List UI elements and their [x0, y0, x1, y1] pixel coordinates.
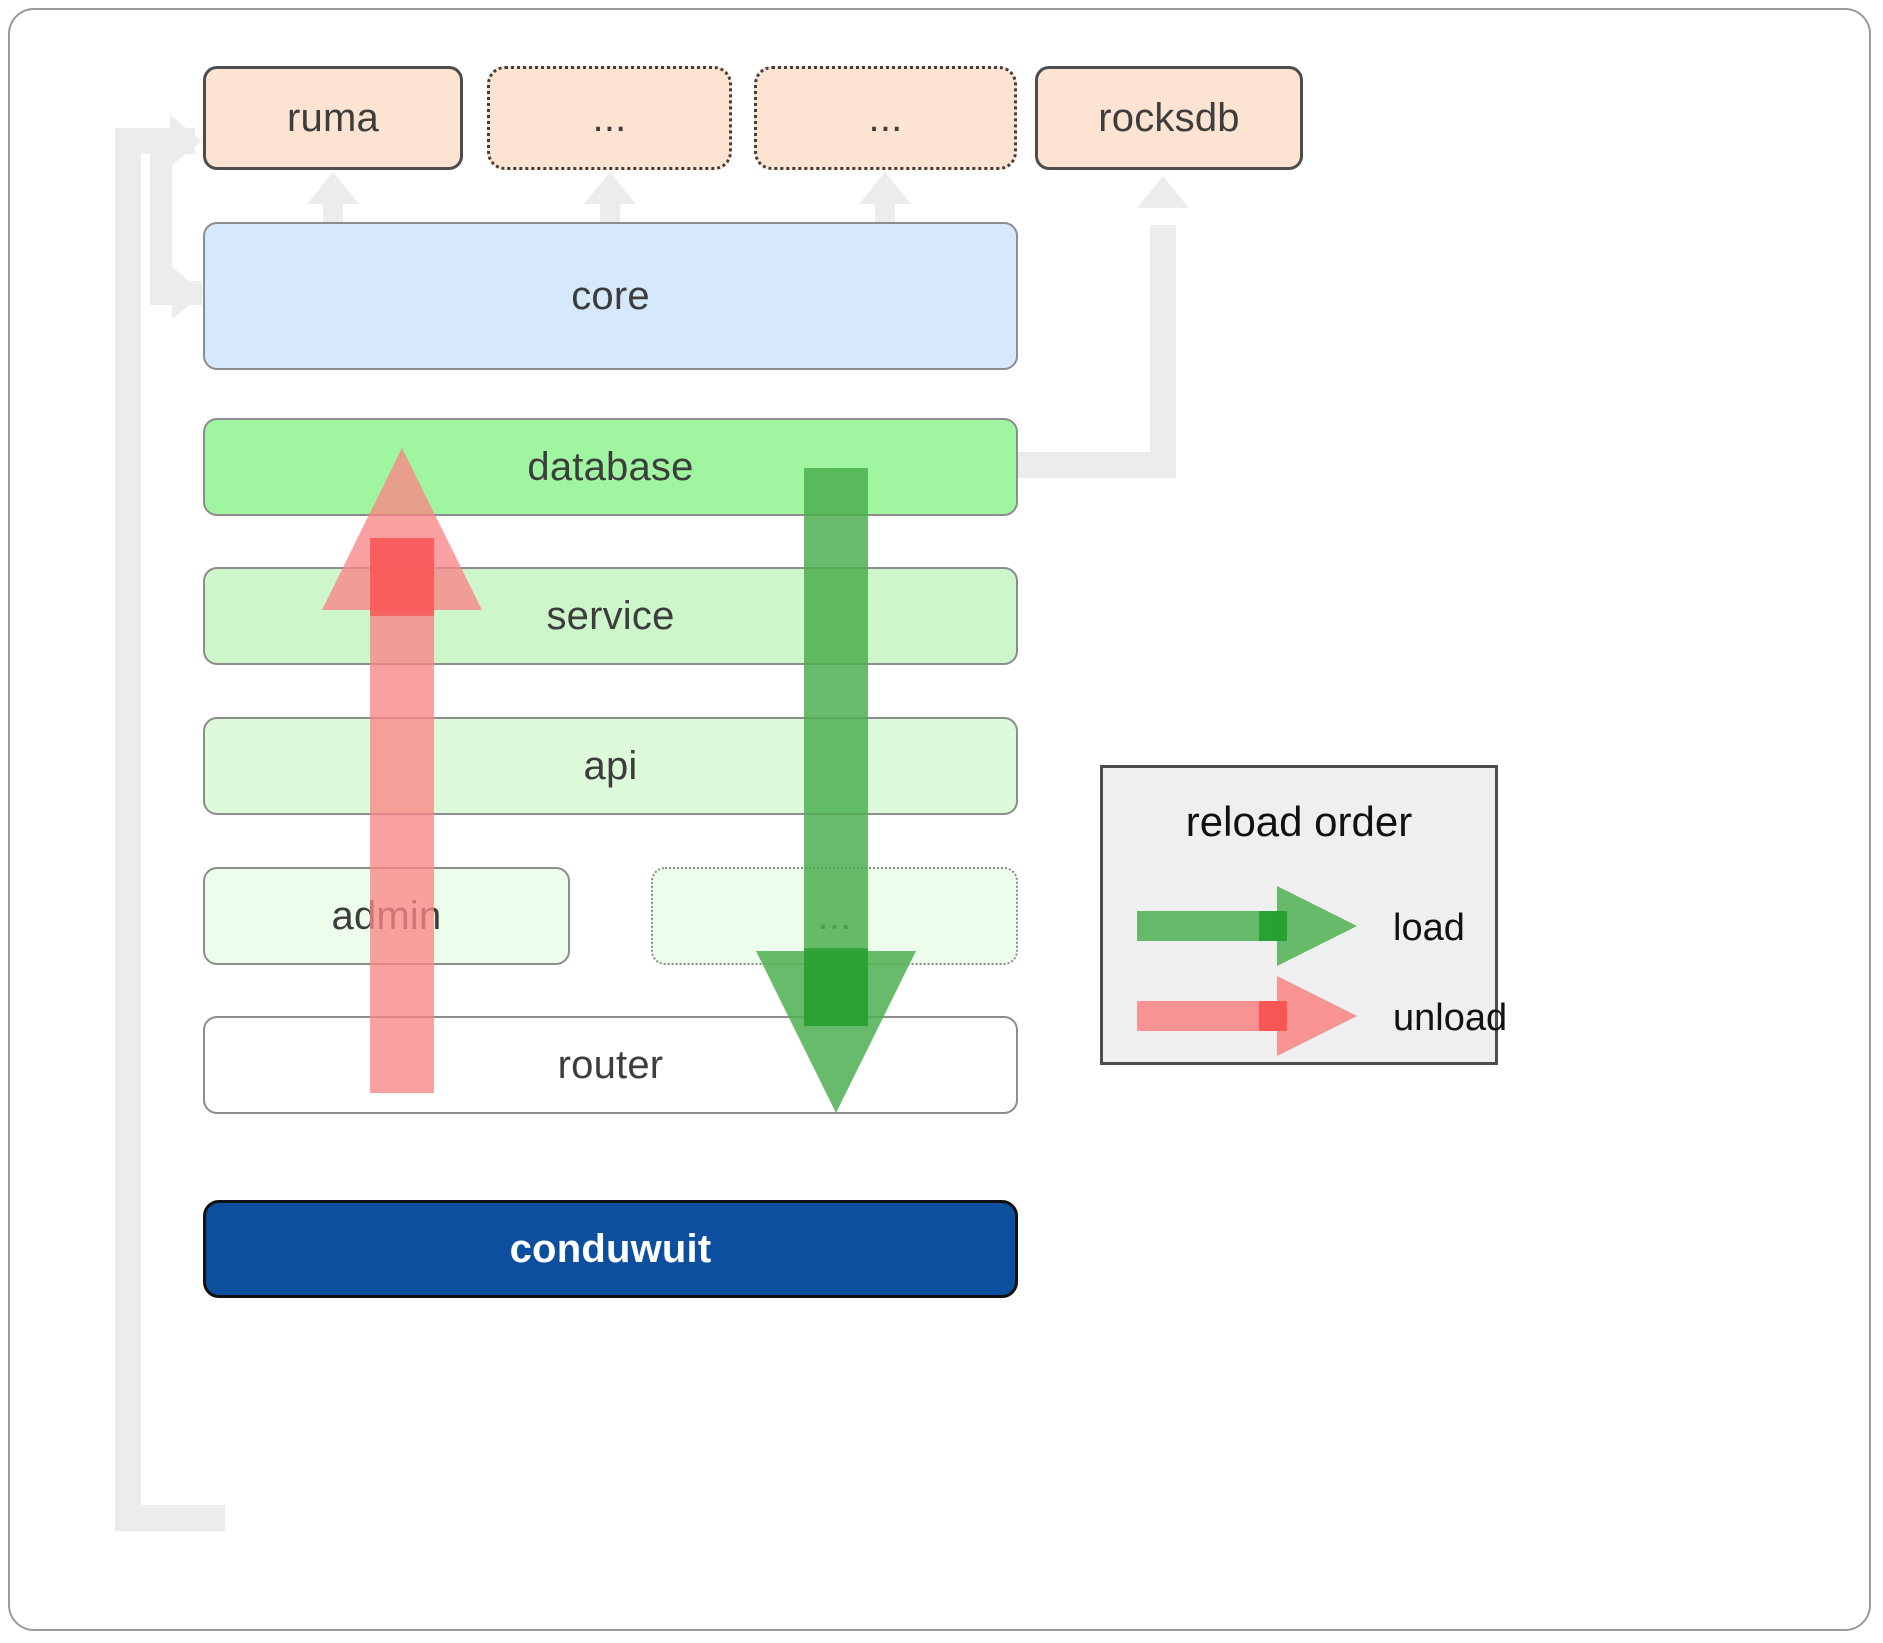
legend-title: reload order [1185, 798, 1413, 845]
node-conduwuit[interactable]: conduwuit [203, 1200, 1018, 1298]
legend-unload-label: unload [1393, 997, 1508, 1039]
legend-load-label: load [1393, 907, 1465, 949]
legend-load-arrow-icon [1137, 886, 1357, 971]
core-to-ellipsis2-stem [875, 196, 895, 228]
node-ruma[interactable]: ruma [203, 66, 463, 170]
node-database-label: database [527, 444, 694, 489]
node-ext-ellipsis-2[interactable]: ... [754, 66, 1017, 170]
node-ruma-label: ruma [287, 95, 379, 140]
flow-arrow-load [756, 468, 916, 1113]
connector-right-vertical [1150, 225, 1176, 478]
node-ext-ellipsis-2-label: ... [868, 95, 903, 140]
node-api-label: api [583, 743, 638, 788]
core-to-ruma-stem [323, 196, 343, 228]
node-core-label: core [571, 273, 650, 318]
connector-left-vertical-trunk [115, 128, 141, 1528]
legend-unload-arrow-icon [1137, 976, 1357, 1061]
node-conduwuit-label: conduwuit [509, 1226, 712, 1271]
legend-row-unload: unload [1137, 976, 1507, 1061]
node-api[interactable]: api [203, 717, 1018, 815]
node-database[interactable]: database [203, 418, 1018, 516]
node-service-label: service [546, 593, 675, 638]
node-ext-ellipsis-1-label: ... [592, 95, 627, 140]
node-core[interactable]: core [203, 222, 1018, 370]
core-to-ellipsis2-arrowhead [859, 172, 911, 204]
node-router[interactable]: router [203, 1016, 1018, 1114]
node-rocksdb[interactable]: rocksdb [1035, 66, 1303, 170]
core-to-ellipsis1-arrowhead [584, 172, 636, 204]
legend-row-load: load [1137, 886, 1465, 971]
connector-arrowhead-to-ruma [170, 115, 202, 167]
node-rocksdb-label: rocksdb [1098, 95, 1240, 140]
connector-arrowhead-to-rocksdb [1137, 176, 1189, 208]
connector-arrowhead-to-core [172, 267, 204, 319]
node-ext-ellipsis-1[interactable]: ... [487, 66, 732, 170]
flow-arrow-unload [322, 448, 482, 1093]
legend-panel: reload order load [1100, 765, 1507, 1065]
node-router-label: router [557, 1042, 664, 1087]
connector-left-branch-vertical [150, 154, 172, 298]
connector-right-horizontal [1012, 452, 1172, 478]
core-to-ellipsis1-stem [600, 196, 620, 228]
node-service[interactable]: service [203, 567, 1018, 665]
core-to-ruma-arrowhead [307, 172, 359, 204]
